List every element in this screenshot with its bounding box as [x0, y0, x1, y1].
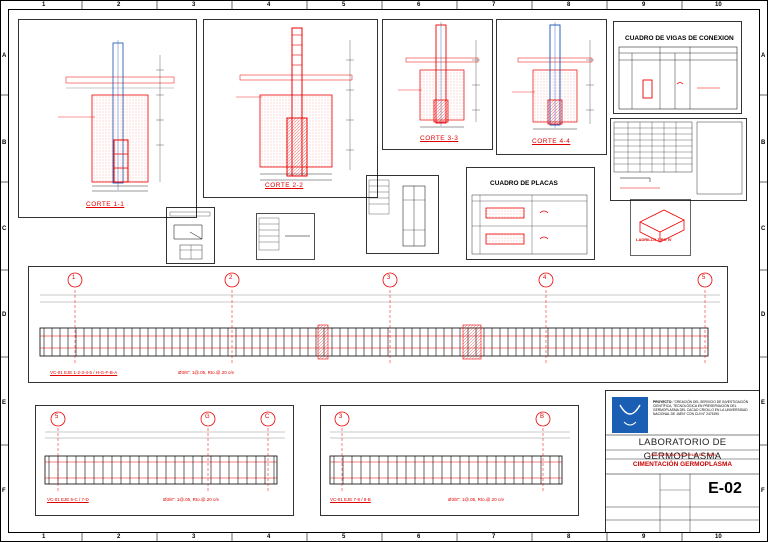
axis-right-3: 3 [339, 414, 343, 420]
grid-col-9: 9 [642, 2, 646, 8]
grid-col-10-bottom: 10 [715, 534, 722, 540]
brick-title: LADRILLO TIPO IV [636, 237, 672, 242]
right-beam-stirrups: Ø3/8": 1@.05, Rto.@.20 c/e [448, 497, 505, 502]
left-beam-panel [35, 405, 294, 516]
sheet-title: CIMENTACIÓN GERMOPLASMA [632, 461, 733, 468]
axis-left-g: G [205, 414, 210, 420]
section-1-1 [18, 19, 197, 218]
plate-table [466, 167, 595, 260]
project-description: PROYECTO: "CREACIÓN DEL SERVICIO DE INVE… [653, 400, 757, 416]
axis-2: 2 [229, 275, 233, 281]
grid-col-6-bottom: 6 [417, 534, 421, 540]
grid-row-f-right: F [761, 488, 765, 494]
grid-row-e: E [2, 400, 7, 406]
axis-3: 3 [387, 275, 391, 281]
grid-col-2: 2 [117, 2, 121, 8]
project-text: "CREACIÓN DEL SERVICIO DE INVESTIGACIÓN … [653, 400, 749, 416]
grid-col-2-bottom: 2 [117, 534, 121, 540]
grid-row-c-right: C [761, 226, 766, 232]
axis-4: 4 [543, 275, 547, 281]
grid-col-7-bottom: 7 [492, 534, 496, 540]
grid-col-5: 5 [342, 2, 346, 8]
lab-title: LABORATORIO DE GERMOPLASMA [638, 437, 727, 462]
grid-row-a: A [2, 53, 7, 59]
grid-col-7: 7 [492, 2, 496, 8]
section-2-2 [203, 19, 378, 198]
plate-table-title: CUADRO DE PLACAS [490, 180, 558, 187]
section-title-4-4: CORTE 4-4 [532, 138, 571, 145]
axis-left-c: C [265, 414, 270, 420]
left-beam-label: VC-01 EJE 5-C / 7-D [47, 497, 89, 502]
axis-left-5: 5 [55, 414, 59, 420]
left-beam-stirrups: Ø3/8": 1@.05, Rto.@.20 c/e [163, 497, 220, 502]
grid-col-9-bottom: 9 [642, 534, 646, 540]
grid-row-e-right: E [761, 400, 766, 406]
grid-col-3-bottom: 3 [192, 534, 196, 540]
grid-col-4-bottom: 4 [267, 534, 271, 540]
university-name: UNIVERSIDAD NACIONAL DE JAÉN [649, 452, 716, 457]
main-beam-panel [28, 266, 728, 383]
axis-5: 5 [702, 275, 706, 281]
grid-col-8-bottom: 8 [567, 534, 571, 540]
section-3-3 [382, 19, 493, 150]
axis-1: 1 [72, 275, 76, 281]
grid-col-10: 10 [715, 2, 722, 8]
right-beam-label: VC-01 EJE 7-8 / 8-B [330, 497, 371, 502]
section-title-2-2: CORTE 2-2 [265, 182, 304, 189]
grid-row-a-right: A [761, 53, 766, 59]
section-title-3-3: CORTE 3-3 [420, 135, 459, 142]
grid-col-8: 8 [567, 2, 571, 8]
grid-row-d: D [2, 312, 7, 318]
grid-col-1: 1 [42, 2, 46, 8]
grid-col-1-bottom: 1 [42, 534, 46, 540]
section-4-4 [496, 19, 607, 155]
grid-row-c: C [2, 226, 7, 232]
grid-col-4: 4 [267, 2, 271, 8]
grid-col-3: 3 [192, 2, 196, 8]
grid-row-b: B [2, 140, 7, 146]
grid-col-5-bottom: 5 [342, 534, 346, 540]
beam-table-title: CUADRO DE VIGAS DE CONEXION [625, 35, 734, 42]
main-beam-label: VC-01 EJE 1-2-3-4-5 / H-G-F-B-A [50, 370, 118, 375]
right-beam-panel [320, 405, 579, 516]
title-block [605, 390, 760, 533]
brick-detail [630, 199, 691, 256]
axis-right-b: B [540, 414, 545, 420]
grid-row-d-right: D [761, 312, 766, 318]
small-details [166, 175, 439, 264]
project-label: PROYECTO: [653, 400, 673, 404]
main-beam-stirrups: Ø3/8": 1@.05, Rto.@.20 c/e [178, 370, 235, 375]
section-title-1-1: CORTE 1-1 [86, 201, 125, 208]
sheet-number: E-02 [708, 480, 742, 497]
beam-table [613, 21, 742, 114]
grid-row-b-right: B [761, 140, 766, 146]
grid-col-6: 6 [417, 2, 421, 8]
grid-row-f: F [2, 488, 6, 494]
steel-table [610, 118, 747, 201]
